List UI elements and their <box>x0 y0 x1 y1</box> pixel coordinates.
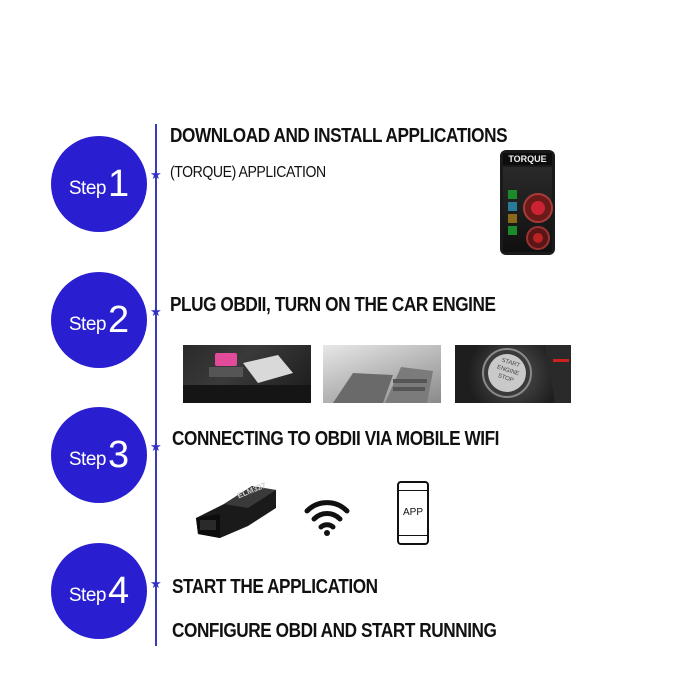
obd-adapter-photo: ELM327 <box>190 478 280 540</box>
star-icon: ★ <box>150 304 162 319</box>
star-icon: ★ <box>150 576 162 591</box>
step-2-title: PLUG OBDII, TURN ON THE CAR ENGINE <box>170 294 496 316</box>
star-icon: ★ <box>150 167 162 182</box>
step-3-title: CONNECTING TO OBDII VIA MOBILE WIFI <box>172 428 500 450</box>
wifi-icon <box>304 500 350 536</box>
step-number: 3 <box>107 434 130 476</box>
step-4-subtitle: CONFIGURE OBDI AND START RUNNING <box>172 620 497 642</box>
step-1-title: DOWNLOAD AND INSTALL APPLICATIONS <box>170 125 508 147</box>
step-word: Step <box>68 449 107 470</box>
step-1-subtitle: (TORQUE) APPLICATION <box>170 164 326 181</box>
step-word: Step <box>68 314 107 335</box>
phone-app-label: APP <box>402 507 423 518</box>
timeline-line <box>155 124 157 646</box>
gauge-icon <box>508 190 553 250</box>
step-number: 1 <box>107 163 130 205</box>
car-pedals-photo <box>323 345 441 403</box>
star-icon: ★ <box>150 439 162 454</box>
torque-title: TORQUE <box>503 153 552 165</box>
step-4-title: START THE APPLICATION <box>172 576 378 598</box>
step-number: 4 <box>107 570 130 612</box>
step-word: Step <box>68 178 107 199</box>
engine-start-button-photo: START ENGINE STOP <box>455 345 571 403</box>
obd-port-photo <box>183 345 311 403</box>
step-number: 2 <box>107 299 130 341</box>
torque-app-screenshot: TORQUE <box>500 150 555 255</box>
step-word: Step <box>68 585 107 606</box>
phone-icon: APP <box>397 481 429 545</box>
